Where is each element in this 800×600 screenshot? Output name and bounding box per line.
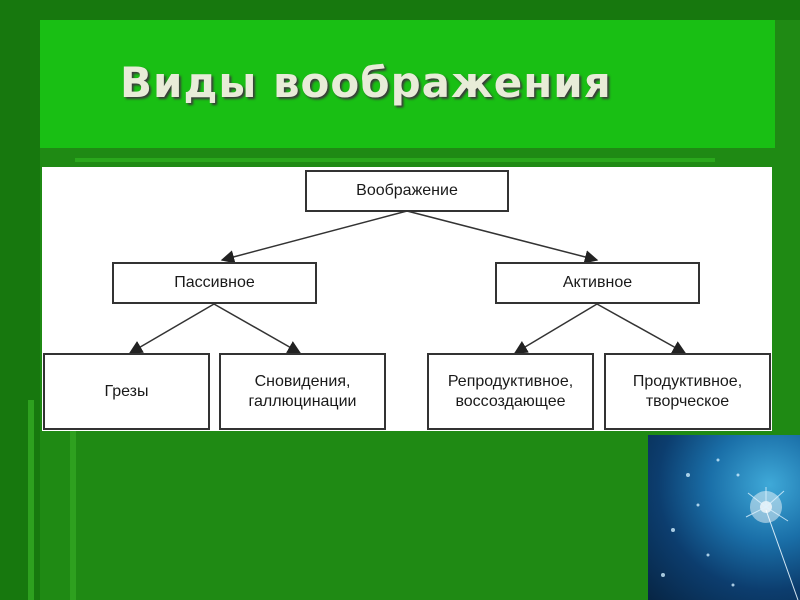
node-productive: Продуктивное, творческое: [604, 353, 771, 430]
connector-passive-dreams: [128, 303, 215, 354]
connector-active-reproductive: [513, 303, 598, 354]
node-dreams-hallucinations: Сновидения, галлюцинации: [219, 353, 386, 430]
title-panel: [40, 20, 775, 148]
node-imagination: Воображение: [305, 170, 509, 212]
connector-passive-hallucinations: [213, 303, 302, 354]
diagram-panel: Воображение Пассивное Активное Грезы Сно…: [42, 167, 772, 431]
slide-title: Виды воображения: [120, 58, 612, 107]
node-passive: Пассивное: [112, 262, 317, 304]
diagram-connectors: [128, 210, 687, 354]
background-vertical-line: [28, 400, 34, 600]
dandelion-icon: [661, 458, 799, 600]
node-active: Активное: [495, 262, 700, 304]
dandelion-photo: [648, 435, 800, 600]
connector-root-passive: [220, 210, 408, 264]
background-left-stripe: [0, 0, 40, 600]
divider-line: [75, 158, 715, 162]
node-reproductive: Репродуктивное, воссоздающее: [427, 353, 594, 430]
background-vertical-line: [70, 400, 76, 600]
background-top-stripe: [0, 0, 800, 20]
connector-root-active: [406, 210, 599, 264]
node-daydreams: Грезы: [43, 353, 210, 430]
connector-active-productive: [596, 303, 687, 354]
